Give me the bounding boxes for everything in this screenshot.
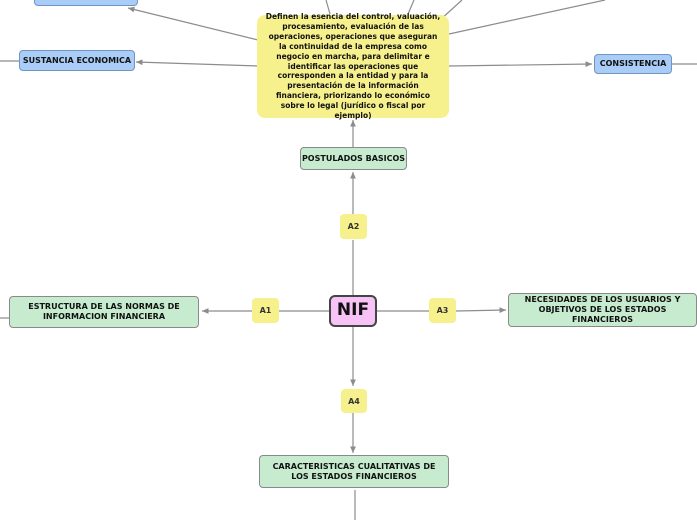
estructura-nif-label: ESTRUCTURA DE LAS NORMAS DE INFORMACION …	[28, 302, 180, 321]
postulados-basicos-node[interactable]: POSTULADOS BASICOS	[300, 147, 407, 170]
postulados-basicos-label: POSTULADOS BASICOS	[301, 153, 406, 163]
edge-definicion-top-b	[407, 0, 415, 15]
tag-a2-label: A2	[347, 222, 360, 231]
tag-a4-label: A4	[348, 396, 360, 406]
caracteristicas-cualitativas-label: CARACTERISTICAS CUALITATIVAS DE LOS ESTA…	[272, 461, 436, 481]
consistencia-label: CONSISTENCIA	[599, 59, 667, 68]
consistencia-node[interactable]: CONSISTENCIA	[594, 54, 672, 74]
tag-a2: A2	[340, 214, 367, 239]
nif-label: NIF	[336, 300, 370, 321]
edge-definicion-top-a	[325, 0, 331, 15]
edge-definicion-topleft	[127, 6, 259, 41]
caracteristicas-cualitativas-node[interactable]: CARACTERISTICAS CUALITATIVAS DE LOS ESTA…	[259, 455, 449, 488]
definicion-node[interactable]: Definen la esencia del control, valuació…	[257, 12, 449, 121]
tag-a3-label: A3	[436, 306, 449, 315]
edge-definicion-sustancia	[135, 59, 259, 67]
edge-a3-necesidades	[455, 307, 507, 314]
tag-a3: A3	[429, 298, 456, 323]
sustancia-economica-node[interactable]: SUSTANCIA ECONOMICA	[19, 50, 135, 71]
necesidades-usuarios-node[interactable]: NECESIDADES DE LOS USUARIOS Y OBJETIVOS …	[508, 293, 697, 327]
edge-definicion-consistencia	[448, 61, 593, 67]
tag-a1-label: A1	[259, 306, 272, 315]
sustancia-economica-label: SUSTANCIA ECONOMICA	[22, 55, 132, 65]
estructura-nif-node[interactable]: ESTRUCTURA DE LAS NORMAS DE INFORMACION …	[9, 296, 199, 328]
definicion-text: Definen la esencia del control, valuació…	[265, 12, 441, 121]
necesidades-usuarios-label: NECESIDADES DE LOS USUARIOS Y OBJETIVOS …	[524, 295, 681, 324]
tag-a1: A1	[252, 298, 279, 323]
nif-center-node[interactable]: NIF	[329, 295, 377, 327]
edge-definicion-top-d	[448, 0, 606, 35]
tag-a4: A4	[341, 389, 367, 413]
top-left-node[interactable]	[34, 0, 138, 6]
